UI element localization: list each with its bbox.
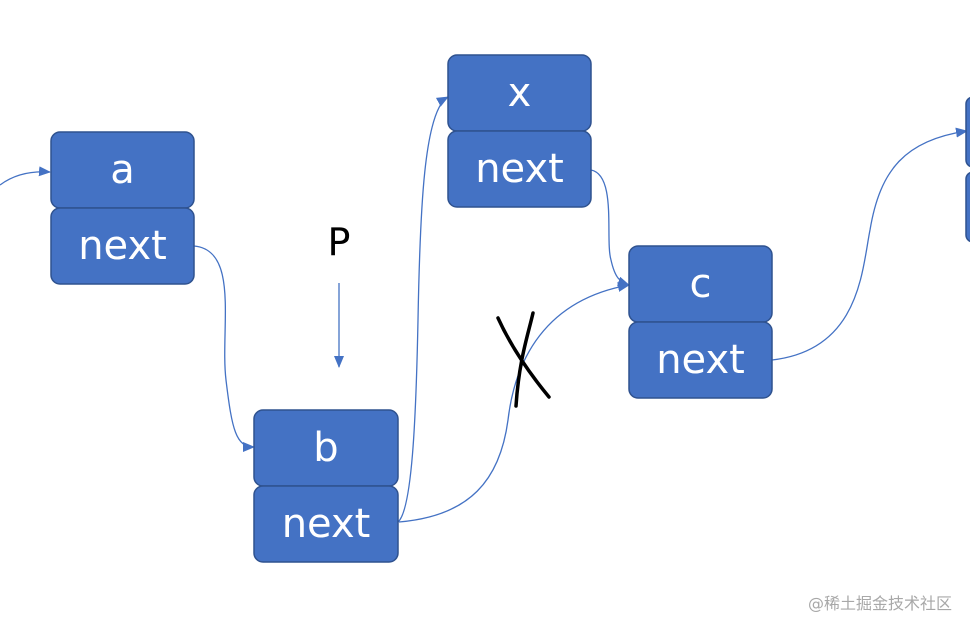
node-b-next-label: next [282, 501, 371, 547]
node-offscreen-value-cell [965, 96, 970, 168]
node-a: a next [50, 131, 195, 285]
node-x: x next [447, 54, 592, 208]
node-b-value: b [313, 425, 338, 471]
node-c-value: c [690, 261, 712, 307]
node-offscreen-partial [965, 96, 970, 243]
node-x-next-cell [447, 130, 592, 208]
cross-mark [496, 311, 551, 408]
pointer-label: P [328, 221, 351, 265]
node-b: b next [253, 409, 399, 563]
watermark: @稀土掘金技术社区 [807, 594, 952, 613]
node-c-next-cell [628, 321, 773, 399]
arrow-b-next-to-c-removed [398, 282, 630, 523]
node-x-value: x [508, 70, 532, 116]
node-c-next-label: next [656, 337, 745, 383]
arrow-x-next-to-c [590, 169, 630, 287]
arrow-a-next-to-b [193, 245, 255, 452]
incoming-arrow-to-a [0, 166, 51, 186]
node-offscreen-next-cell [965, 171, 970, 243]
node-x-next-label: next [475, 146, 564, 192]
node-c: c next [628, 245, 773, 399]
arrow-b-next-to-x [397, 96, 449, 523]
node-a-value: a [110, 147, 135, 193]
node-b-next-cell [253, 485, 399, 563]
node-a-next-cell [50, 207, 195, 285]
arrow-c-next-to-offscreen [771, 127, 968, 361]
node-a-next-label: next [78, 223, 167, 269]
